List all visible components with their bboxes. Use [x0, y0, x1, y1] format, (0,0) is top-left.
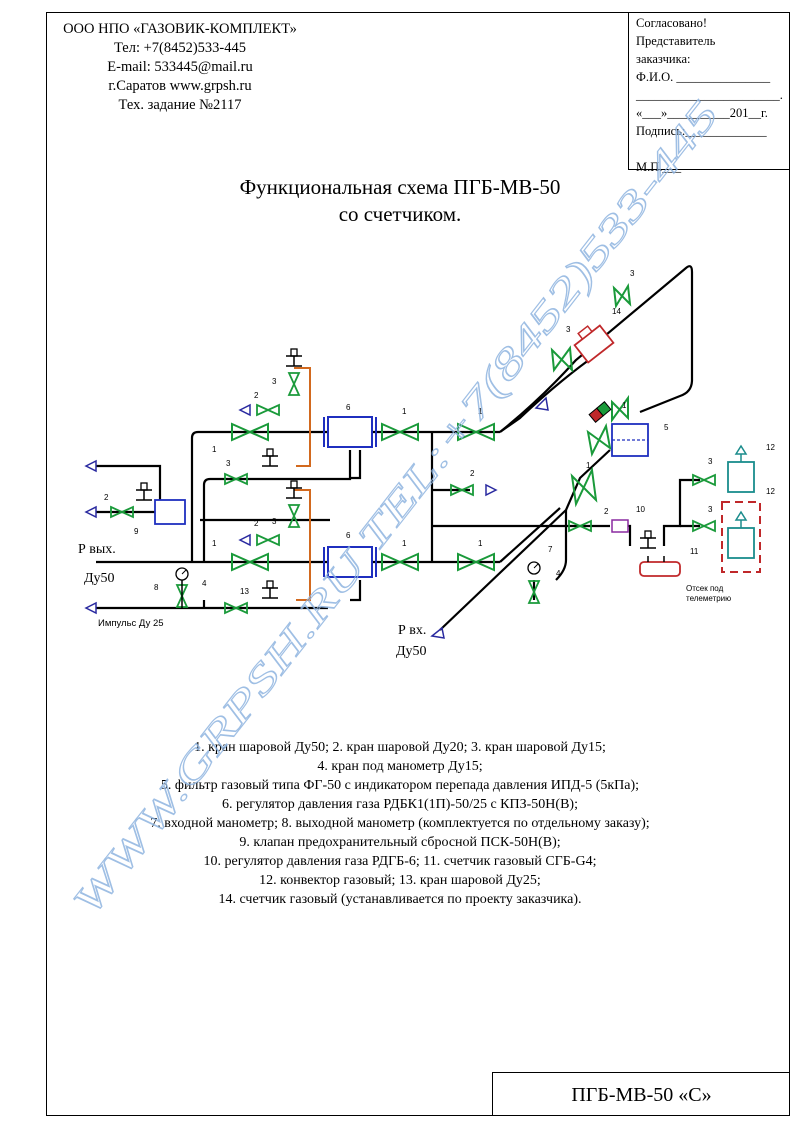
legend-line: 10. регулятор давления газа РДГБ-6; 11. …: [203, 854, 597, 869]
legend-line: 7. входной манометр; 8. выходной маномет…: [150, 816, 650, 831]
inlet-arrow-icon: [84, 505, 97, 519]
gas-meter-11: [639, 556, 681, 577]
legend-line: 1. кран шаровой Ду50; 2. кран шаровой Ду…: [194, 740, 606, 755]
outlet-label: Р вых.: [78, 542, 116, 557]
callout-number: 12: [766, 487, 775, 496]
diagram-labels: Р вых. Ду50 Р вх. Ду50 Импульс Ду 25 Отс…: [78, 269, 775, 659]
callout-number: 3: [272, 377, 277, 386]
callout-number: 3: [630, 269, 635, 278]
callout-number: 4: [202, 579, 207, 588]
approval-block: Согласовано! Представитель заказчика: Ф.…: [636, 14, 786, 176]
inlet-size: Ду50: [396, 644, 427, 659]
callout-number: 2: [254, 391, 259, 400]
company-spec: Тех. задание №2117: [118, 97, 242, 113]
outlet-arrow-icon: [534, 396, 549, 411]
legend-line: 9. клапан предохранительный сбросной ПСК…: [239, 835, 561, 850]
inlet-arrow-icon: [430, 626, 445, 639]
company-phone: Тел: +7(8452)533-445: [113, 40, 247, 56]
callout-number: 3: [708, 505, 713, 514]
callout-number: 5: [664, 423, 669, 432]
legend-line: 4. кран под манометр Ду15;: [317, 759, 483, 774]
callout-number: 10: [636, 505, 645, 514]
approval-line: Согласовано!: [636, 16, 708, 30]
outlet-size: Ду50: [84, 571, 115, 586]
callout-number: 1: [478, 539, 483, 548]
company-block: ООО НПО «ГАЗОВИК-КОМПЛЕКТ» Тел: +7(8452)…: [50, 20, 310, 115]
approval-line: Ф.И.О. _______________: [636, 70, 771, 84]
callout-number: 12: [766, 443, 775, 452]
callout-number: 13: [240, 587, 249, 596]
callout-number: 6: [346, 403, 351, 412]
telemetry-label: Отсек под: [686, 584, 724, 593]
callout-number: 3: [272, 517, 277, 526]
callout-number: 1: [478, 407, 483, 416]
drawing-frame: [46, 12, 790, 1116]
telemetry-compartment: [721, 501, 761, 573]
legend-line: 6. регулятор давления газа РДБК1(1П)-50/…: [222, 797, 578, 812]
callout-number: 2: [604, 507, 609, 516]
approval-line: Подпись:_____________: [636, 124, 767, 138]
page-title: Функциональная схема ПГБ-МВ-50 со счетчи…: [0, 174, 800, 228]
approval-line: М.П.___: [636, 160, 682, 174]
callout-number: 9: [134, 527, 139, 536]
pipe-network: [96, 265, 700, 631]
arrows: [84, 396, 549, 639]
manometer-8: [175, 567, 189, 581]
convector-12-lower: [727, 510, 755, 559]
regulator-rdgb: [611, 519, 629, 533]
inlet-label: Р вх.: [398, 623, 426, 638]
legend-line: 14. счетчик газовый (устанавливается по …: [218, 892, 582, 907]
callout-number: 2: [470, 469, 475, 478]
title-stamp: ПГБ-МВ-50 «С»: [492, 1072, 790, 1116]
impulse-label: Импульс Ду 25: [98, 618, 164, 629]
company-name: ООО НПО «ГАЗОВИК-КОМПЛЕКТ»: [63, 21, 297, 37]
callout-number: 3: [226, 459, 231, 468]
approval-line: _______________________.: [636, 88, 783, 102]
legend: 1. кран шаровой Ду50; 2. кран шаровой Ду…: [60, 738, 740, 909]
callout-number: 2: [104, 493, 109, 502]
callout-number: 11: [690, 547, 699, 556]
callout-number: 1: [586, 461, 591, 470]
telemetry-label: телеметрию: [686, 594, 731, 603]
callout-number: 3: [708, 457, 713, 466]
callout-number: 1: [212, 539, 217, 548]
callout-number: 1: [402, 539, 407, 548]
legend-line: 5. фильтр газовый типа ФГ-50 с индикатор…: [160, 778, 640, 793]
title-line: Функциональная схема ПГБ-МВ-50: [239, 175, 561, 199]
legend-line: 12. конвектор газовый; 13. кран шаровой …: [259, 873, 541, 888]
convector-12-upper: [727, 444, 755, 493]
callout-number: 8: [154, 583, 159, 592]
manometer-7: [527, 561, 541, 575]
callout-number: 4: [556, 569, 561, 578]
callout-number: 1: [212, 445, 217, 454]
callout-number: 3: [566, 325, 571, 334]
company-city-site: г.Саратов www.grpsh.ru: [108, 78, 252, 94]
company-email: E-mail: 533445@mail.ru: [107, 59, 253, 75]
regulator-6-upper: [323, 416, 377, 448]
callout-number: 14: [612, 307, 621, 316]
relief-valve-psk: [154, 499, 186, 525]
callout-number: 2: [254, 519, 259, 528]
outlet-arrow-icon: [485, 483, 498, 497]
regulator-6-lower: [323, 546, 377, 578]
title-line: со счетчиком.: [338, 202, 462, 226]
pressure-indicator-ipd: [588, 401, 612, 423]
callout-number: 7: [548, 545, 553, 554]
orange-relief-pipes: [294, 367, 311, 601]
approval-box: [628, 12, 790, 170]
approval-line: «___»__________201__г.: [636, 106, 768, 120]
diagonal-valves: [550, 282, 632, 508]
approval-line: Представитель: [636, 34, 716, 48]
approval-line: заказчика:: [636, 52, 691, 66]
gas-meter-14: [573, 324, 615, 364]
callout-number: 1: [622, 401, 627, 410]
callout-number: 1: [402, 407, 407, 416]
callout-number: 6: [346, 531, 351, 540]
